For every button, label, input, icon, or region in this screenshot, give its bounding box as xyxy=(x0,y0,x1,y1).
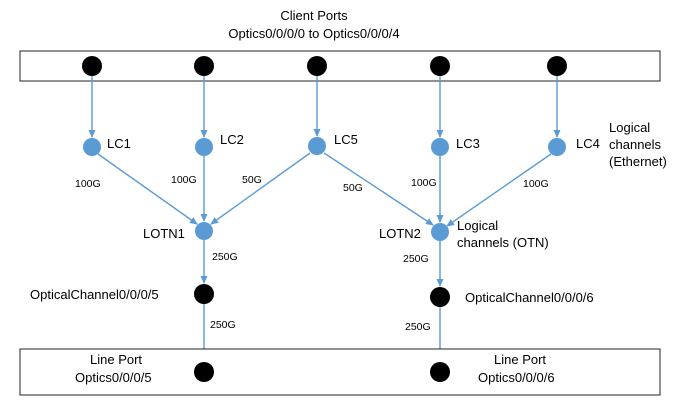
client-port-4[interactable] xyxy=(547,56,567,76)
line-port-right-name: Optics0/0/0/6 xyxy=(478,370,555,385)
logical-channels-otn-line2: channels (OTN) xyxy=(457,235,549,250)
lotn2-node[interactable] xyxy=(431,223,449,241)
arrow-lc5-lotn1 xyxy=(210,152,311,225)
rate-lotn2-oc6: 250G xyxy=(403,253,429,265)
line-port-left-title: Line Port xyxy=(90,352,142,367)
client-port-2[interactable] xyxy=(307,56,327,76)
line-port-left-name: Optics0/0/0/5 xyxy=(75,370,152,385)
lc4-node[interactable] xyxy=(548,138,566,156)
logical-channels-ethernet-line3: (Ethernet) xyxy=(609,154,667,169)
lotn1-node[interactable] xyxy=(195,222,213,240)
arrow-lc1-lotn1 xyxy=(97,153,198,225)
line-port-6-node[interactable] xyxy=(430,362,450,382)
rate-lc4-lotn2: 100G xyxy=(523,178,549,190)
rate-lc1-lotn1: 100G xyxy=(75,178,101,190)
line-ports-box xyxy=(19,348,661,396)
lc3-label: LC3 xyxy=(456,136,480,151)
client-port-0[interactable] xyxy=(82,56,102,76)
lc1-label: LC1 xyxy=(107,136,131,151)
arrow-lc5-lotn2 xyxy=(323,152,434,226)
lc5-label: LC5 xyxy=(334,132,358,147)
rate-lc5-lotn1: 50G xyxy=(242,174,262,186)
lc2-node[interactable] xyxy=(195,138,213,156)
line-port-5-node[interactable] xyxy=(194,362,214,382)
client-port-1[interactable] xyxy=(194,56,214,76)
optical-channel-6-label: OpticalChannel0/0/0/6 xyxy=(465,290,594,305)
lc4-label: LC4 xyxy=(576,136,600,151)
lc1-node[interactable] xyxy=(83,138,101,156)
optical-channel-5-label: OpticalChannel0/0/0/5 xyxy=(30,287,159,302)
client-ports-subtitle: Optics0/0/0/0 to Optics0/0/0/4 xyxy=(228,26,399,41)
client-port-3[interactable] xyxy=(430,56,450,76)
arrow-lc4-lotn2 xyxy=(446,153,552,227)
lc5-node[interactable] xyxy=(308,137,326,155)
rate-oc5-line: 250G xyxy=(210,319,236,331)
lotn2-label: LOTN2 xyxy=(379,226,421,241)
lc2-label: LC2 xyxy=(220,132,244,147)
line-port-right-title: Line Port xyxy=(494,352,546,367)
logical-channels-ethernet-line1: Logical xyxy=(609,120,650,135)
rate-lc5-lotn2: 50G xyxy=(343,182,363,194)
rate-oc6-line: 250G xyxy=(405,321,431,333)
logical-channels-ethernet-line2: channels xyxy=(609,137,662,152)
lc3-node[interactable] xyxy=(431,138,449,156)
lotn1-label: LOTN1 xyxy=(143,226,185,241)
client-ports-title: Client Ports xyxy=(280,8,348,23)
rate-lotn1-oc5: 250G xyxy=(212,251,238,263)
logical-channels-otn-line1: Logical xyxy=(457,218,498,233)
rate-lc3-lotn2: 100G xyxy=(411,177,437,189)
optical-channel-6-node[interactable] xyxy=(430,287,450,307)
optical-channel-5-node[interactable] xyxy=(194,284,214,304)
rate-lc2-lotn1: 100G xyxy=(171,174,197,186)
